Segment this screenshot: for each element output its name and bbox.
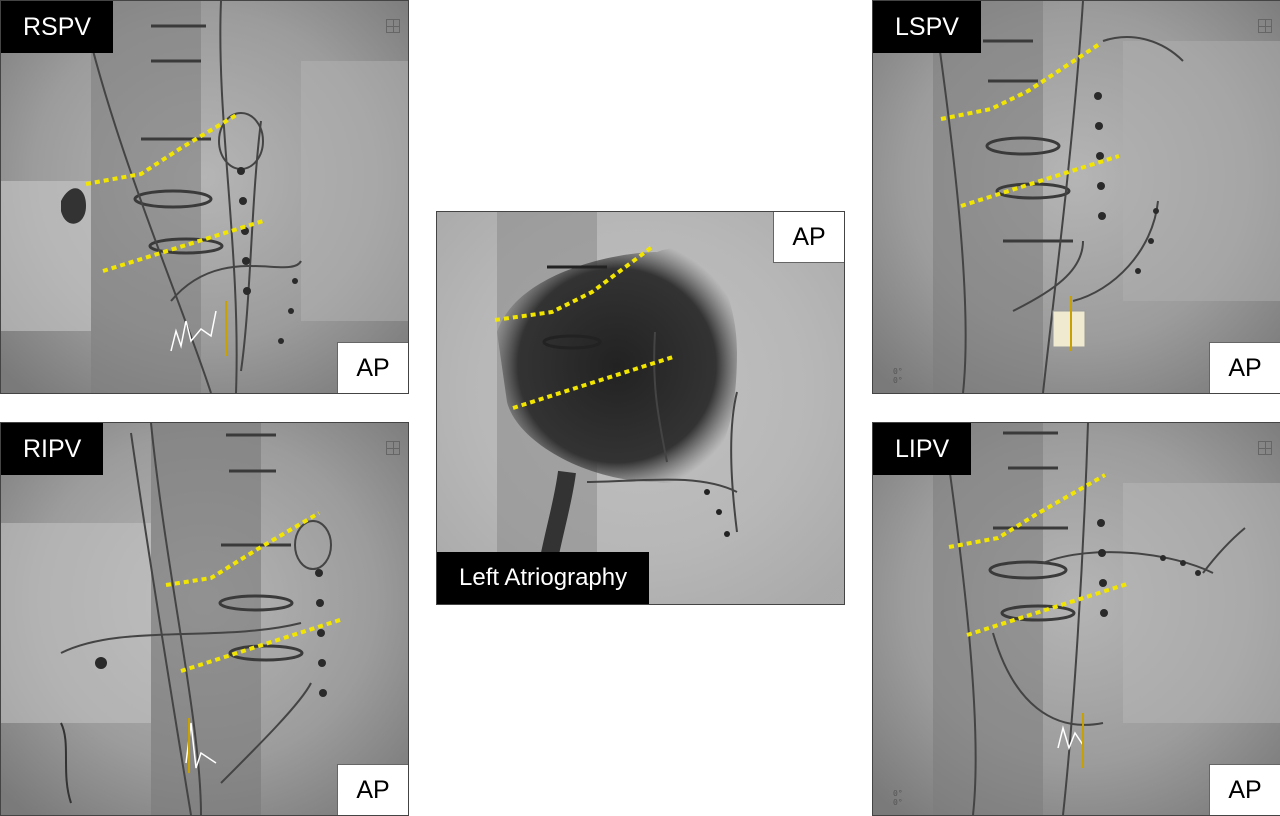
panel-label: RSPV (1, 1, 114, 53)
lipv-fluoroscopy-image (873, 423, 1280, 815)
view-label: AP (337, 764, 408, 815)
layout-grid-icon (1258, 441, 1272, 455)
panel-label: LSPV (873, 1, 981, 53)
ripv-fluoroscopy-image (1, 423, 408, 815)
left-atriography-image (437, 212, 844, 604)
view-label: AP (1209, 342, 1280, 393)
rspv-fluoroscopy-image (1, 1, 408, 393)
view-label: AP (1209, 764, 1280, 815)
panel-ripv: RIPV AP (0, 422, 409, 816)
panel-lipv: 0°0° LIPV AP (872, 422, 1280, 816)
view-label: AP (773, 212, 844, 263)
layout-grid-icon (386, 19, 400, 33)
lspv-fluoroscopy-image (873, 1, 1280, 393)
panel-left-atriography: AP Left Atriography (436, 211, 845, 605)
panel-label: Left Atriography (437, 552, 650, 604)
panel-label: LIPV (873, 423, 972, 475)
layout-grid-icon (1258, 19, 1272, 33)
angle-readout: 0°0° (893, 789, 903, 807)
layout-grid-icon (386, 441, 400, 455)
panel-lspv: 0°0° LSPV AP (872, 0, 1280, 394)
panel-label: RIPV (1, 423, 104, 475)
panel-rspv: RSPV AP (0, 0, 409, 394)
view-label: AP (337, 342, 408, 393)
angle-readout: 0°0° (893, 367, 903, 385)
